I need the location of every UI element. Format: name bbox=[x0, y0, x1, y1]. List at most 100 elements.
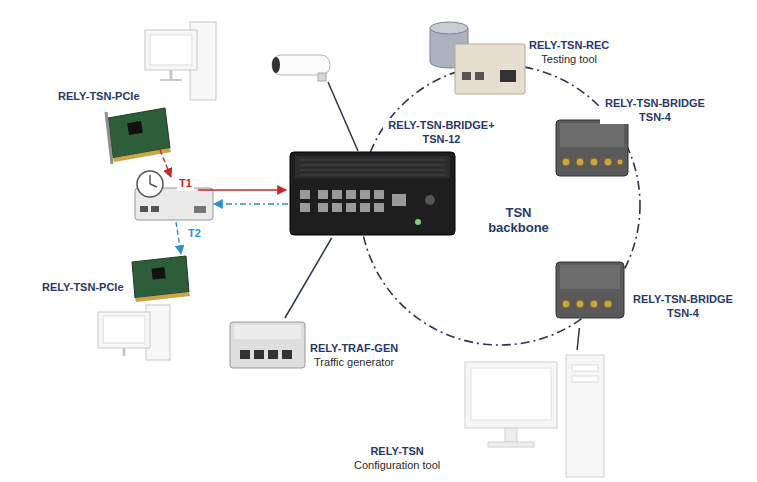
device-name: RELY-TSN-PCIe bbox=[56, 89, 142, 103]
antenna-port bbox=[425, 195, 435, 205]
device-case bbox=[556, 120, 628, 176]
pc-screen bbox=[103, 316, 145, 343]
device-port bbox=[194, 206, 206, 213]
device-description: Traffic generator bbox=[308, 355, 400, 369]
link-line bbox=[285, 238, 332, 318]
clock-hand bbox=[149, 175, 151, 184]
text-block: RELY-TRAF-GENTraffic generator bbox=[308, 341, 400, 369]
pc-config bbox=[465, 355, 604, 477]
timestamp-label: T2 bbox=[186, 226, 203, 241]
pc-stand bbox=[123, 348, 126, 356]
traffic-generator bbox=[230, 322, 305, 368]
ethernet-ports bbox=[300, 190, 406, 212]
pc-stand bbox=[170, 70, 173, 80]
link-line bbox=[328, 82, 358, 151]
text-block: RELY-TSNConfiguration tool bbox=[352, 444, 442, 472]
ethernet-ports bbox=[240, 350, 292, 359]
card-board bbox=[132, 256, 189, 298]
device-name: RELY-TSN-BRIDGE TSN-4 bbox=[600, 96, 710, 124]
device-node: RELY-TSNConfiguration tool bbox=[340, 350, 610, 480]
rec-device bbox=[430, 22, 525, 94]
device-name: RELY-TSN-PCIe bbox=[40, 280, 126, 294]
text-block: RELY-TSN-PCIe bbox=[56, 89, 142, 103]
connectors bbox=[562, 300, 612, 308]
pc-monitor bbox=[98, 312, 150, 348]
pc-drive bbox=[572, 376, 598, 382]
pc-screen bbox=[471, 368, 551, 420]
pc-monitor bbox=[465, 362, 557, 428]
bridge-tsn12 bbox=[290, 152, 455, 235]
device-name: RELY-TSN-BRIDGE+ TSN-12 bbox=[383, 118, 500, 146]
device-name: RELY-TRAF-GEN bbox=[308, 341, 400, 355]
device-top bbox=[234, 325, 301, 339]
card-chip bbox=[152, 267, 166, 279]
heatsink-fins bbox=[300, 160, 445, 175]
pc-stand bbox=[160, 79, 182, 81]
device-node: RELY-TSN-BRIDGE TSN-4 bbox=[550, 95, 720, 180]
device-case bbox=[556, 262, 624, 318]
pc-screen bbox=[150, 35, 192, 65]
device-port bbox=[140, 206, 148, 212]
sync-arrow bbox=[214, 203, 288, 204]
card-bracket bbox=[106, 112, 112, 164]
device-node: RELY-TSN-BRIDGE+ TSN-12 bbox=[285, 118, 503, 238]
device-node: RELY-TSN-RECTesting tool bbox=[425, 15, 640, 100]
database-top bbox=[430, 22, 468, 34]
device-port bbox=[462, 72, 471, 80]
status-led bbox=[415, 219, 421, 225]
device-node: RELY-TSN-PCIe bbox=[50, 15, 220, 160]
device-name: RELY-TSN-BRIDGE TSN-4 bbox=[628, 292, 738, 320]
card-contacts bbox=[113, 148, 171, 162]
device-name: RELY-TSN-REC bbox=[527, 38, 611, 52]
pc-tower bbox=[566, 355, 604, 477]
sync-arrow bbox=[160, 150, 171, 177]
device-description: Testing tool bbox=[527, 52, 611, 66]
device-case bbox=[455, 44, 525, 94]
text-block: RELY-TSN-RECTesting tool bbox=[527, 38, 611, 66]
device-case bbox=[290, 152, 455, 235]
camera bbox=[272, 55, 330, 81]
connectors bbox=[562, 158, 623, 166]
pc-bottom bbox=[98, 305, 170, 360]
device-description: Configuration tool bbox=[352, 458, 442, 472]
pc-drive bbox=[572, 365, 598, 371]
card-contacts bbox=[135, 292, 190, 302]
device-node: RELY-TSN-PCIe bbox=[35, 215, 195, 355]
timestamp-label: T1 bbox=[177, 176, 194, 191]
text-block: RELY-TSN-BRIDGE TSN-4 bbox=[600, 96, 710, 124]
text-block: RELY-TSN-BRIDGE+ TSN-12 bbox=[383, 118, 500, 146]
pc-top bbox=[145, 22, 216, 100]
text-block: RELY-TSN-PCIe bbox=[40, 280, 126, 294]
network-label: TSN backbone bbox=[482, 205, 555, 235]
device-node: RELY-TRAF-GENTraffic generator bbox=[225, 318, 405, 380]
heatsink bbox=[560, 123, 624, 147]
camera-mount bbox=[318, 73, 326, 81]
device-port bbox=[500, 70, 516, 82]
pc-stand bbox=[505, 428, 517, 442]
card-chip bbox=[127, 121, 143, 135]
sync-arrow bbox=[176, 222, 181, 254]
device-port bbox=[151, 206, 159, 212]
camera-lens bbox=[272, 57, 280, 73]
backbone-ring bbox=[360, 65, 640, 345]
device-port bbox=[475, 72, 484, 80]
camera-body bbox=[272, 55, 330, 75]
pc-stand bbox=[488, 442, 534, 447]
bridge-tsn4-top bbox=[556, 120, 628, 176]
pcie-card-top bbox=[106, 108, 171, 164]
heatsink bbox=[560, 265, 620, 289]
bridge-tsn4-bottom bbox=[556, 262, 624, 318]
pcie-card-bottom bbox=[132, 256, 190, 302]
device-name: RELY-TSN bbox=[352, 444, 442, 458]
clock-device bbox=[135, 171, 213, 220]
sync-arrow bbox=[198, 189, 286, 190]
clock-hand bbox=[150, 184, 157, 187]
text-block: RELY-TSN-BRIDGE TSN-4 bbox=[628, 292, 738, 320]
device-node: RELY-TSN-BRIDGE TSN-4 bbox=[550, 258, 741, 328]
clock-face bbox=[137, 171, 163, 197]
heatsink bbox=[295, 156, 450, 178]
